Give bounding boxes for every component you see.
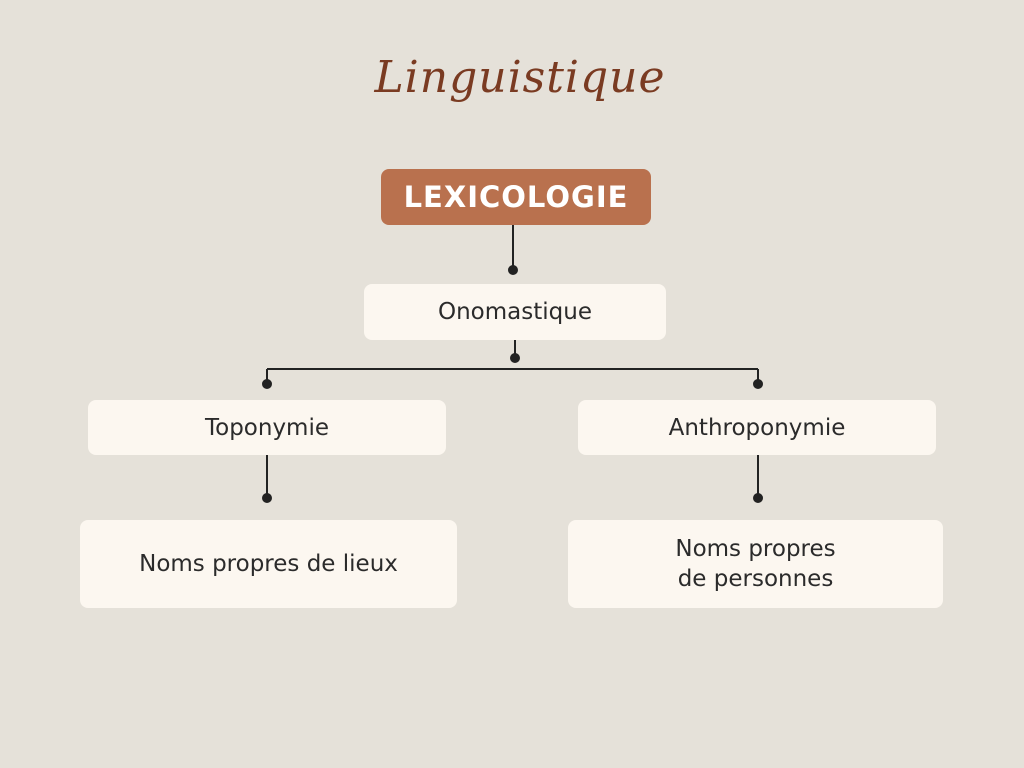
node-lexicologie: LEXICOLOGIE [381, 169, 651, 225]
diagram-title: Linguistique [374, 52, 666, 103]
node-label: Onomastique [438, 299, 592, 325]
node-noms-propres-lieux: Noms propres de lieux [80, 520, 457, 608]
node-noms-propres-personnes: Noms propres de personnes [568, 520, 943, 608]
node-label: LEXICOLOGIE [403, 180, 629, 214]
node-label-line: Noms propres [675, 536, 836, 562]
node-label: Toponymie [204, 414, 330, 441]
connector-dot [510, 353, 520, 363]
node-label: Anthroponymie [668, 414, 846, 441]
connector-dot [753, 493, 763, 503]
connector-dot [508, 265, 518, 275]
connector-dot [262, 379, 272, 389]
node-toponymie: Toponymie [88, 400, 446, 455]
node-label: Noms propres de lieux [139, 551, 398, 577]
connector-dot [753, 379, 763, 389]
node-onomastique: Onomastique [364, 284, 666, 340]
node-anthroponymie: Anthroponymie [578, 400, 936, 455]
connector-dot [262, 493, 272, 503]
node-label-line: de personnes [677, 566, 834, 592]
